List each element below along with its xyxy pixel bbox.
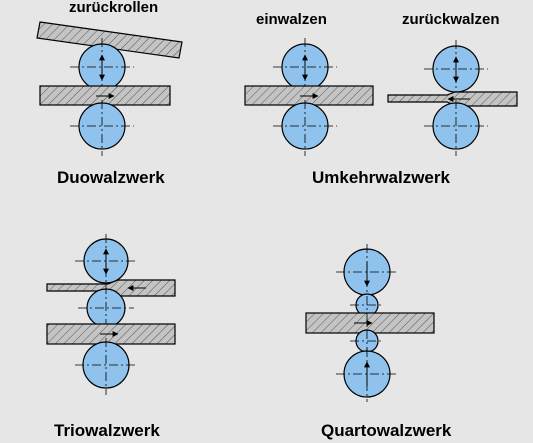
reversing-mill-rolling-in: einwalzen xyxy=(244,11,374,156)
trio-top-roll xyxy=(75,234,137,290)
zurueckwalzen-top-roll xyxy=(424,40,488,98)
label-quartowalzwerk: Quartowalzwerk xyxy=(321,421,452,440)
label-triowalzwerk: Triowalzwerk xyxy=(54,421,160,440)
duo-top-roll xyxy=(70,38,134,96)
reversing-mill-rolling-back: zurückwalzen xyxy=(387,11,518,156)
trio-lower-workpiece xyxy=(46,323,176,345)
duo-bottom-roll xyxy=(70,100,134,156)
quarto-mill: Quartowalzwerk xyxy=(305,244,452,440)
duo-workpiece xyxy=(39,85,171,106)
zurueckwalzen-bottom-roll xyxy=(424,100,488,156)
zurueckwalzen-workpiece xyxy=(387,91,518,107)
label-einwalzen: einwalzen xyxy=(256,11,327,28)
duo-mill: zurückrollen Duowalzwerk xyxy=(36,0,183,187)
einwalzen-workpiece xyxy=(244,85,374,106)
einwalzen-top-roll xyxy=(273,38,337,96)
einwalzen-bottom-roll xyxy=(273,100,337,156)
duo-slab-returning xyxy=(36,21,183,59)
quarto-bottom-backup-roll xyxy=(336,348,398,402)
label-zurueckwalzen: zurückwalzen xyxy=(402,11,500,28)
trio-mill: Triowalzwerk xyxy=(46,234,176,440)
label-zurueckrollen: zurückrollen xyxy=(69,0,158,16)
quarto-top-backup-roll xyxy=(336,244,398,300)
label-umkehrwalzwerk: Umkehrwalzwerk xyxy=(312,168,450,187)
trio-upper-workpiece xyxy=(46,279,176,297)
trio-bottom-roll xyxy=(75,338,137,395)
quarto-workpiece xyxy=(305,312,435,334)
label-duowalzwerk: Duowalzwerk xyxy=(57,168,165,187)
